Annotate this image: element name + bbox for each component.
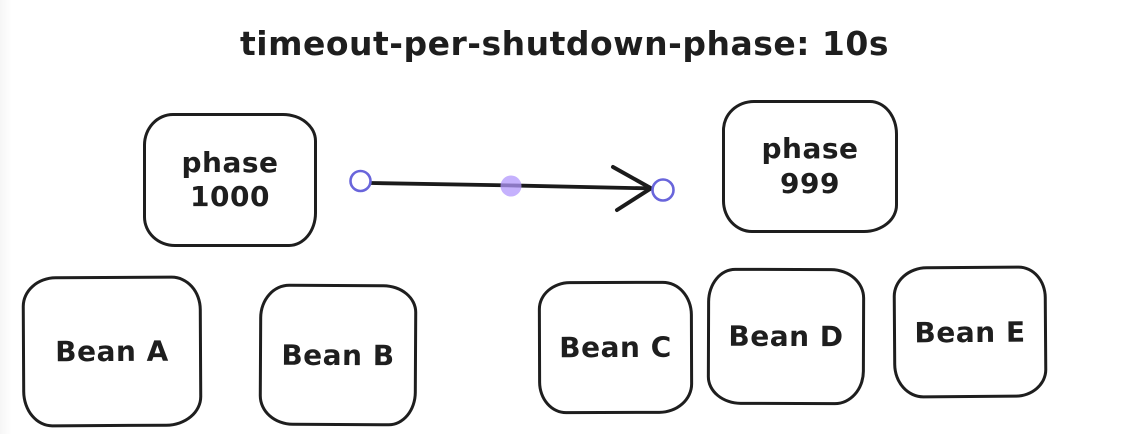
phase-1000-label-line2: 1000 xyxy=(190,180,270,213)
canvas-edge-shade xyxy=(0,0,12,434)
bean-e-box[interactable]: Bean E xyxy=(892,265,1048,399)
bean-a-label: Bean A xyxy=(55,334,169,369)
bean-b-label: Bean B xyxy=(281,338,395,372)
bean-d-box[interactable]: Bean D xyxy=(706,267,866,406)
bean-a-box[interactable]: Bean A xyxy=(21,275,203,428)
phase-999-label-line1: phase xyxy=(761,132,859,166)
arrow-end-handle[interactable] xyxy=(651,178,675,202)
phase-999-label-line2: 999 xyxy=(780,166,840,200)
bean-c-box[interactable]: Bean C xyxy=(537,280,694,415)
phase-999-box[interactable]: phase 999 xyxy=(722,100,898,233)
phase-1000-label-line1: phase xyxy=(181,145,279,179)
phase-1000-label: phase 1000 xyxy=(181,146,278,214)
bean-d-label: Bean D xyxy=(728,319,844,354)
arrow-start-handle[interactable] xyxy=(349,169,372,193)
arrow-mid-handle[interactable] xyxy=(500,175,522,197)
bean-e-label: Bean E xyxy=(914,315,1026,349)
diagram-title[interactable]: timeout-per-shutdown-phase: 10s xyxy=(240,24,889,63)
bean-c-label: Bean C xyxy=(559,330,672,365)
phase-999-label: phase 999 xyxy=(761,132,858,200)
bean-b-box[interactable]: Bean B xyxy=(258,283,418,427)
phase-1000-box[interactable]: phase 1000 xyxy=(143,113,317,247)
